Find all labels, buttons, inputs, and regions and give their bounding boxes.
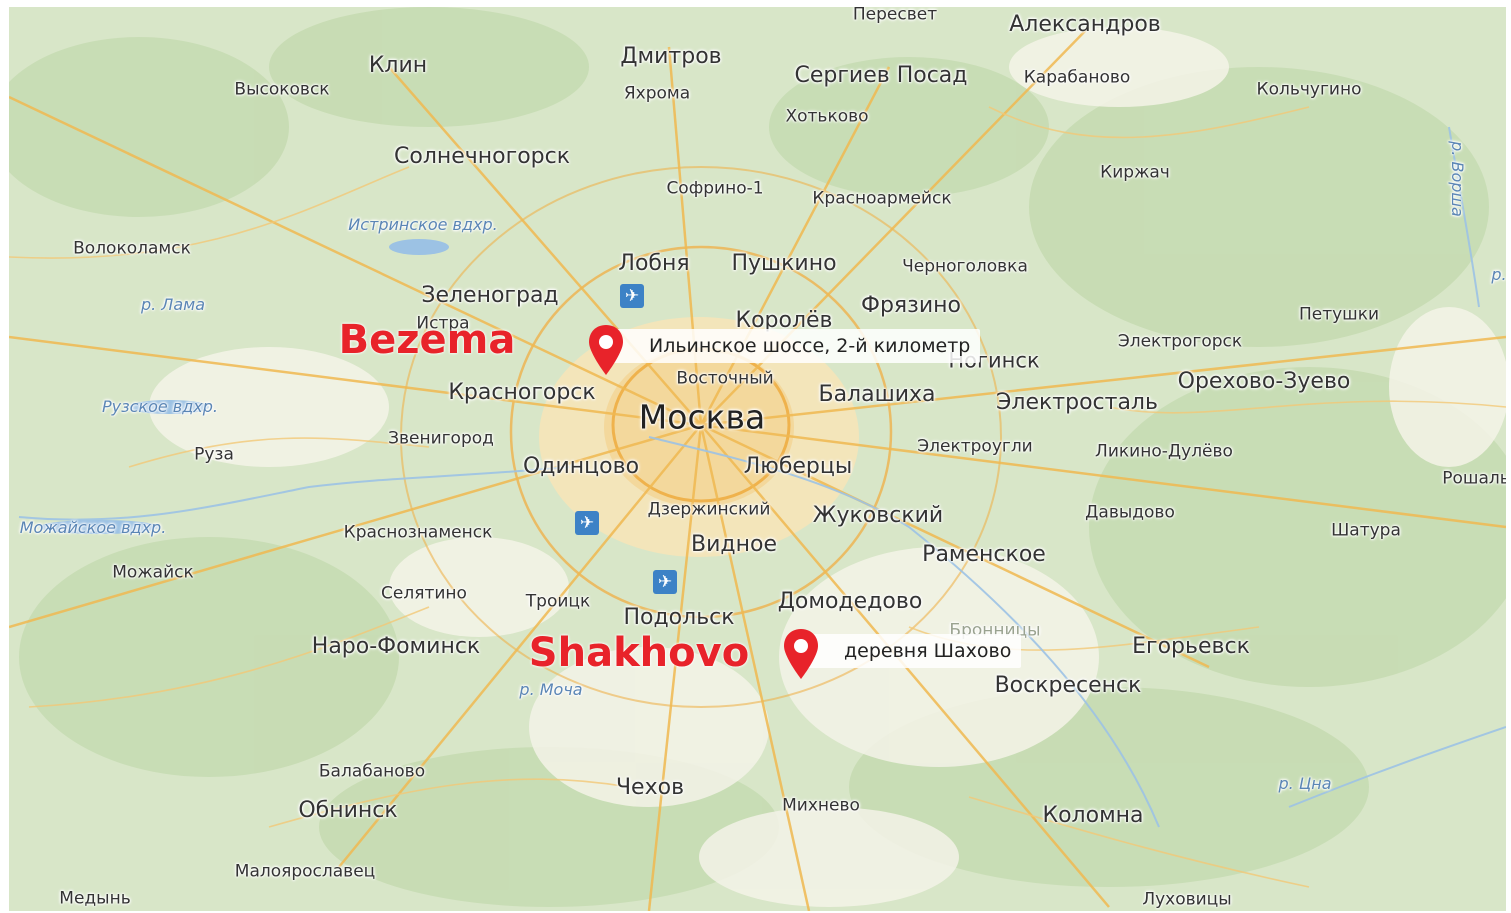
city-label: Электроугли xyxy=(917,436,1033,457)
water-label: р. Лама xyxy=(140,295,206,314)
city-label: Звенигород xyxy=(388,428,494,449)
city-label: Красноармейск xyxy=(812,188,952,209)
airplane-icon[interactable]: ✈ xyxy=(575,511,599,535)
city-label: Петушки xyxy=(1298,304,1380,325)
marker-callout: деревня Шахово xyxy=(800,634,1022,668)
city-label: Карабаново xyxy=(1023,67,1131,88)
map-view[interactable]: Истринское вдхр. р. Лама Рузское вдхр. М… xyxy=(9,7,1506,911)
city-label: Можайск xyxy=(112,562,194,583)
city-label: Истра xyxy=(416,313,470,334)
water-label: Рузское вдхр. xyxy=(101,397,219,416)
airplane-icon[interactable]: ✈ xyxy=(653,570,677,594)
water-label: р. Моча xyxy=(519,680,583,699)
city-label: Домодедово xyxy=(777,589,923,614)
city-label: Орехово-Зуево xyxy=(1177,369,1351,394)
city-label: Черноголовка xyxy=(902,256,1028,277)
city-label: Лобня xyxy=(618,251,690,276)
city-label: Софрино-1 xyxy=(666,178,764,199)
city-label: Жуковский xyxy=(812,503,944,528)
city-label: Шатура xyxy=(1331,520,1401,541)
city-label: Подольск xyxy=(623,605,735,630)
city-label: Люберцы xyxy=(743,454,853,479)
marker-address: деревня Шахово xyxy=(844,640,1012,662)
marker-address: Ильинское шоссе, 2-й километр xyxy=(649,335,971,357)
city-label: Медынь xyxy=(59,888,131,909)
marker-brand-label: Bezema xyxy=(338,317,516,363)
city-label: Солнечногорск xyxy=(393,144,571,169)
city-label: Зеленоград xyxy=(421,283,559,308)
city-label: Королёв xyxy=(735,308,833,333)
map-pin-icon[interactable] xyxy=(589,325,623,375)
city-label: Киржач xyxy=(1100,162,1170,183)
water-label: Истринское вдхр. xyxy=(348,215,498,234)
city-label: Селятино xyxy=(381,583,467,604)
city-label: Хотьково xyxy=(785,106,869,127)
city-label: Малоярославец xyxy=(234,861,376,882)
city-label: Михнево xyxy=(782,795,860,816)
city-label: Ликино-Дулёво xyxy=(1095,441,1233,462)
city-label: Одинцово xyxy=(522,454,640,479)
city-label: Балабаново xyxy=(318,761,426,782)
city-label: Воскресенск xyxy=(994,673,1142,698)
map-pin-icon[interactable] xyxy=(784,629,818,679)
marker-callout: Ильинское шоссе, 2-й километр xyxy=(605,329,981,363)
water-label: Можайское вдхр. xyxy=(19,518,167,537)
city-label: Дмитров xyxy=(620,44,722,69)
water-label: р. Цна xyxy=(1278,774,1332,793)
city-label: Яхрома xyxy=(623,83,691,104)
city-label: Волоколамск xyxy=(73,238,191,259)
city-label-capital: Москва xyxy=(638,397,766,437)
city-label: Электрогорск xyxy=(1117,331,1243,352)
city-label: Видное xyxy=(691,532,777,557)
city-label: Кольчугино xyxy=(1256,79,1362,100)
city-label: Наро-Фоминск xyxy=(311,634,481,659)
city-label: Троицк xyxy=(525,591,591,612)
city-label: Красногорск xyxy=(448,380,596,405)
city-label: Пересвет xyxy=(852,7,938,25)
city-label: Давыдово xyxy=(1085,502,1175,523)
city-label: Электросталь xyxy=(996,390,1158,415)
city-label: Сергиев Посад xyxy=(794,63,968,88)
city-label: Балашиха xyxy=(818,382,936,407)
marker-brand-label: Shakhovo xyxy=(528,630,750,676)
city-label: Александров xyxy=(1009,12,1161,37)
airplane-icon[interactable]: ✈ xyxy=(620,284,644,308)
map-base-layer xyxy=(9,7,1506,911)
city-label: Коломна xyxy=(1042,803,1144,828)
city-label: Раменское xyxy=(922,542,1046,567)
city-label: Восточный xyxy=(676,368,774,389)
city-label: Высоковск xyxy=(234,79,330,100)
city-label: Обнинск xyxy=(298,798,398,823)
city-label: Чехов xyxy=(615,775,685,800)
city-label: Руза xyxy=(194,444,234,465)
city-label: Рошаль xyxy=(1442,468,1506,489)
city-label: Пушкино xyxy=(731,251,837,276)
city-label: Дзержинский xyxy=(647,499,771,520)
city-label: Клин xyxy=(368,53,428,78)
city-label: Луховицы xyxy=(1142,889,1232,910)
city-label: Егорьевск xyxy=(1132,634,1250,659)
water-label: р. xyxy=(1491,265,1506,284)
water-label: р. Ворша xyxy=(1448,141,1467,217)
city-label: Фрязино xyxy=(861,293,961,318)
city-label: Краснознаменск xyxy=(343,522,493,543)
